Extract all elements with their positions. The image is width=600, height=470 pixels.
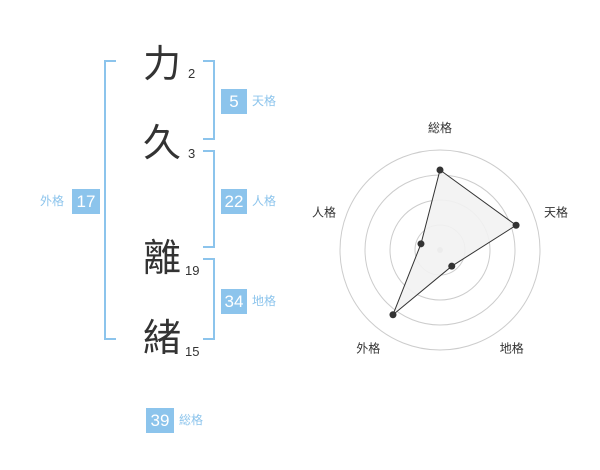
stroke-count-1: 2: [188, 66, 196, 81]
name-char-3: 離: [142, 236, 181, 280]
radar-axis-label-1: 天格: [544, 204, 568, 219]
radar-polygon: [392, 169, 517, 316]
stroke-count-2: 3: [188, 146, 196, 161]
stroke-count-4: 15: [185, 344, 200, 359]
name-char-4: 緒: [142, 316, 181, 360]
chikaku-value-badge: 34: [221, 289, 247, 314]
soukaku-value-badge: 39: [146, 408, 174, 433]
jinkaku-value-badge: 22: [221, 189, 247, 214]
radar-ring-4: [339, 149, 541, 351]
gaikaku-value-badge: 17: [72, 189, 100, 214]
gaikaku-bracket: [104, 60, 116, 340]
jinkaku-label: 人格: [252, 194, 277, 208]
radar-point-1: [512, 221, 520, 229]
jinkaku-bracket: [203, 150, 215, 248]
radar-axis-label-2: 地格: [500, 341, 524, 356]
gaikaku-label: 外格: [40, 194, 65, 208]
name-char-2: 久: [142, 121, 181, 165]
radar-point-2: [448, 262, 456, 270]
soukaku-label: 総格: [179, 413, 204, 427]
chikaku-bracket: [203, 258, 215, 340]
stroke-count-3: 19: [185, 263, 200, 278]
tenkaku-label: 天格: [252, 94, 277, 108]
tenkaku-bracket: [203, 60, 215, 140]
chikaku-label: 地格: [252, 294, 277, 308]
name-char-1: 力: [142, 42, 181, 86]
radar-axis-label-4: 人格: [312, 204, 336, 219]
radar-axis-label-3: 外格: [356, 341, 380, 356]
radar-point-3: [389, 311, 397, 319]
radar-point-4: [417, 240, 425, 248]
radar-axis-label-0: 総格: [428, 120, 452, 135]
tenkaku-value-badge: 5: [221, 89, 247, 114]
radar-point-0: [436, 166, 444, 174]
